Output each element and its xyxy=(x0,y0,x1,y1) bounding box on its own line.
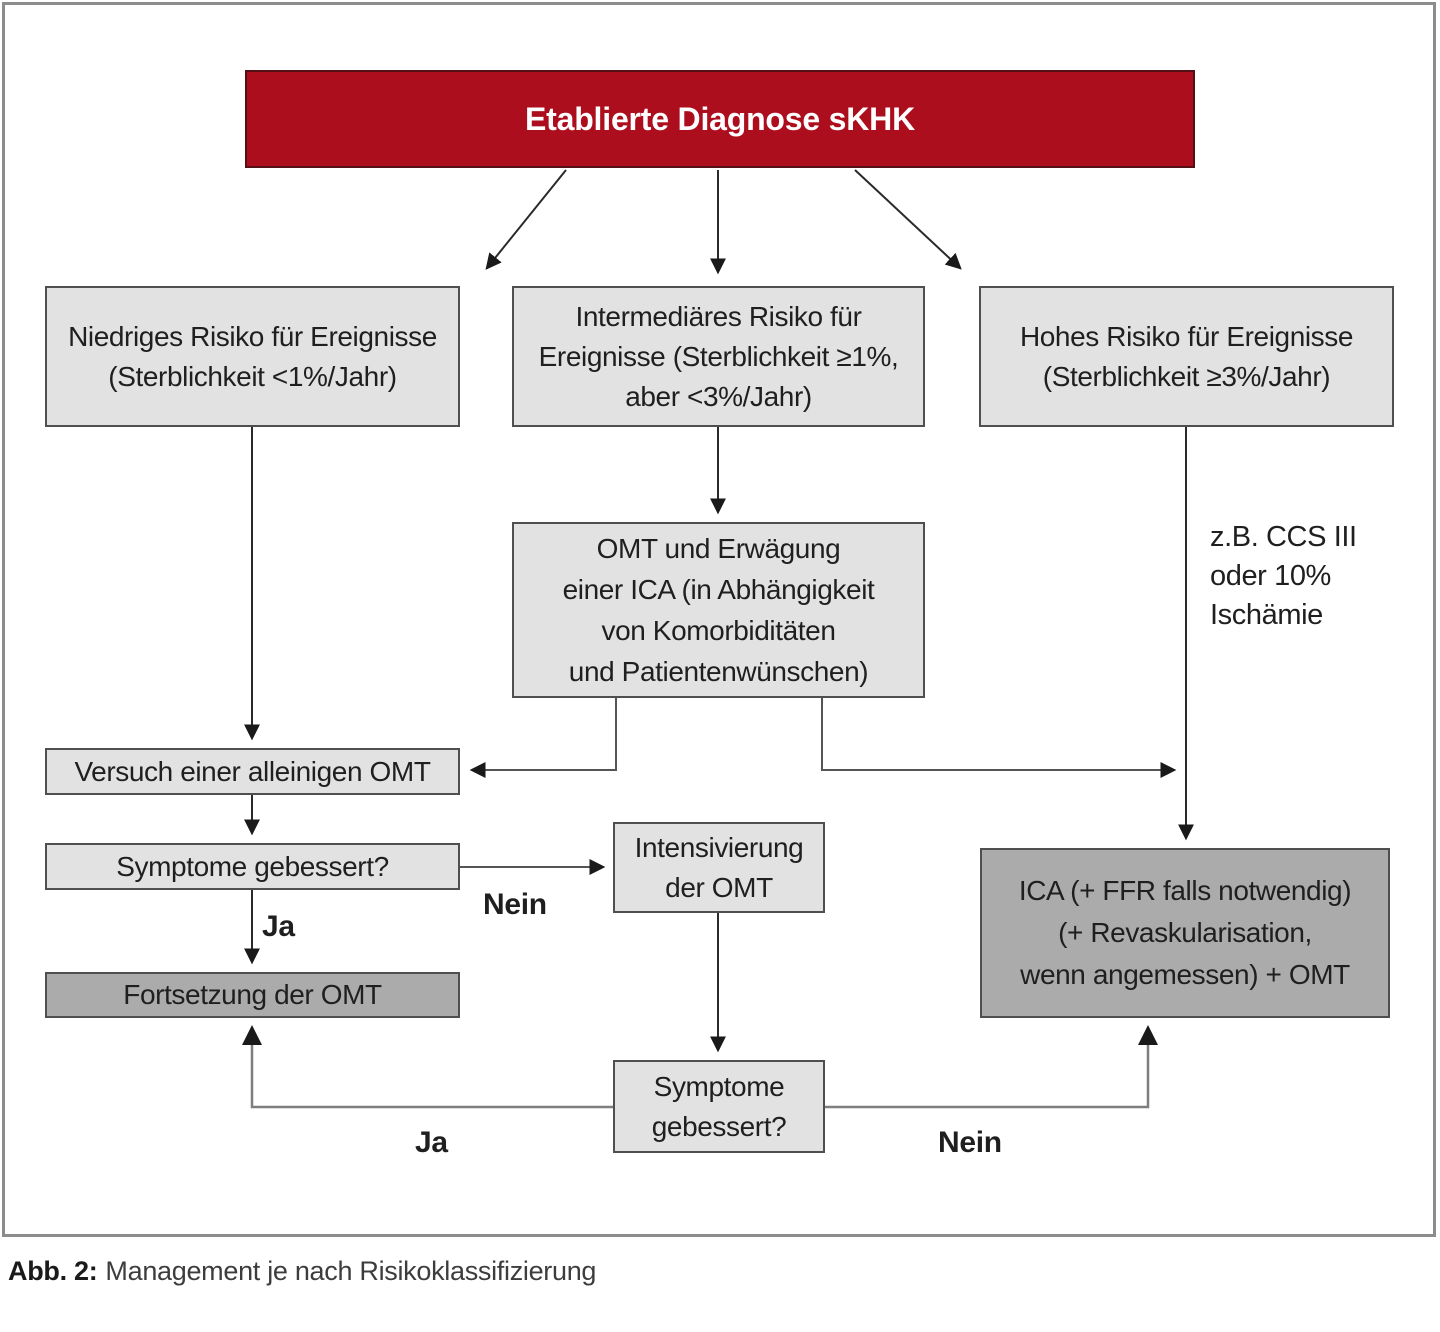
node-high-risk: Hohes Risiko für Ereignisse (Sterblichke… xyxy=(979,286,1394,427)
node-established-diagnosis: Etablierte Diagnose sKHK xyxy=(245,70,1195,168)
edge-label-nein-bottom: Nein xyxy=(938,1126,1002,1159)
figure-caption-number: Abb. 2: xyxy=(8,1256,98,1286)
node-symptoms-improved-1: Symptome gebessert? xyxy=(45,843,460,890)
node-continue-omt: Fortsetzung der OMT xyxy=(45,972,460,1018)
figure-caption-text: Management je nach Risikoklassifizierung xyxy=(105,1256,597,1286)
node-symptoms-improved-2: Symptome gebessert? xyxy=(613,1060,825,1153)
node-omt-alone-trial: Versuch einer alleinigen OMT xyxy=(45,748,460,795)
node-intermediate-risk: Intermediäres Risiko für Ereignisse (Ste… xyxy=(512,286,925,427)
annotation-ccs-ischaemie: z.B. CCS III oder 10% Ischämie xyxy=(1210,521,1357,631)
edge-label-ja-top: Ja xyxy=(262,910,295,943)
edge-label-nein-top: Nein xyxy=(483,888,547,921)
node-ica-revascularisation: ICA (+ FFR falls notwendig) (+ Revaskula… xyxy=(980,848,1390,1018)
edge-label-ja-bottom: Ja xyxy=(415,1126,448,1159)
node-omt-ica-consideration: OMT und Erwägung einer ICA (in Abhängigk… xyxy=(512,522,925,698)
node-intensify-omt: Intensivierung der OMT xyxy=(613,822,825,913)
node-low-risk: Niedriges Risiko für Ereignisse (Sterbli… xyxy=(45,286,460,427)
figure-caption: Abb. 2:Management je nach Risikoklassifi… xyxy=(8,1256,596,1287)
